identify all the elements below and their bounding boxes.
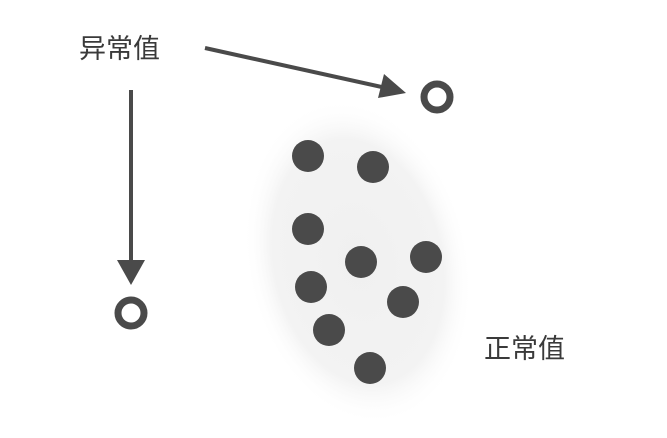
- normal-point: [354, 352, 386, 384]
- normal-point: [345, 246, 377, 278]
- normal-point: [410, 241, 442, 273]
- arrow-head-right: [378, 74, 406, 98]
- outlier-label: 异常值: [79, 34, 160, 65]
- normal-point: [295, 271, 327, 303]
- normal-point: [292, 140, 324, 172]
- normal-point: [357, 151, 389, 183]
- normal-point: [292, 213, 324, 245]
- arrow-to-right-outlier: [204, 46, 401, 93]
- normal-point: [387, 286, 419, 318]
- normal-point: [313, 314, 345, 346]
- normal-label: 正常值: [484, 334, 565, 365]
- arrow-head-down: [117, 260, 145, 285]
- outlier-point: [420, 80, 454, 114]
- outlier-point: [114, 296, 148, 330]
